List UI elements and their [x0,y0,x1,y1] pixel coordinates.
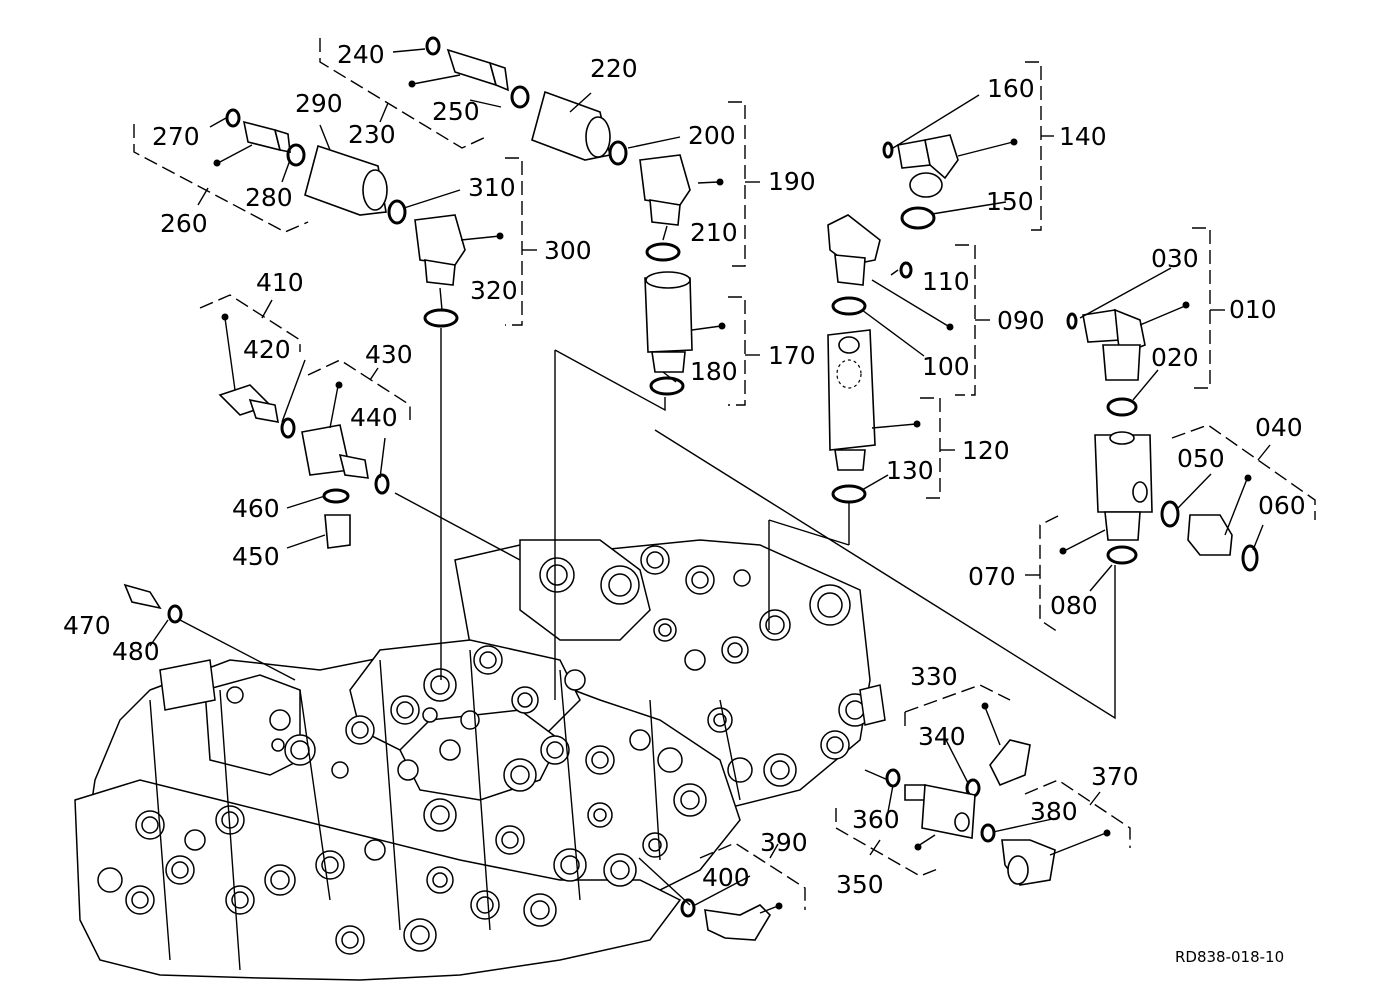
part-410-430-group [218,384,390,549]
callout-240: 240 [337,40,385,69]
callout-150: 150 [986,187,1034,216]
callout-190: 190 [768,167,816,196]
callout-400: 400 [702,863,750,892]
callout-360: 360 [852,805,900,834]
callout-090: 090 [997,306,1045,335]
part-090-elbow [827,214,913,316]
callout-180: 180 [690,357,738,386]
callout-460: 460 [232,494,280,523]
callout-070: 070 [968,562,1016,591]
callout-010: 010 [1229,295,1277,324]
part-220 [531,90,628,166]
callout-270: 270 [152,122,200,151]
valve-ports [97,545,872,955]
control-valve-block [74,539,886,981]
part-370-380-group [980,823,1056,886]
callout-120: 120 [962,436,1010,465]
callout-320: 320 [470,276,518,305]
callout-290: 290 [295,89,343,118]
callout-330: 330 [910,662,958,691]
callout-060: 060 [1258,491,1306,520]
part-010-elbow [1066,308,1146,417]
bullet-dots [213,80,1252,910]
callout-420: 420 [243,335,291,364]
callout-350: 350 [836,870,884,899]
callout-380: 380 [1030,797,1078,826]
part-190-elbow [639,154,691,262]
callout-110: 110 [922,267,970,296]
callout-310: 310 [468,173,516,202]
callout-140: 140 [1059,122,1107,151]
group-brackets [133,38,1316,910]
callout-340: 340 [918,722,966,751]
callout-100: 100 [922,352,970,381]
callout-440: 440 [350,403,398,432]
callout-020: 020 [1151,343,1199,372]
part-300-elbow [414,214,466,328]
callout-480: 480 [112,637,160,666]
callout-040: 040 [1255,413,1303,442]
callout-labels: 240 220 290 250 270 230 200 190 310 280 … [63,40,1306,899]
callout-130: 130 [886,456,934,485]
part-290 [304,144,407,225]
part-140-elbow [882,134,959,230]
callout-220: 220 [590,54,638,83]
drawing-code: RD838-018-10 [1175,948,1284,966]
callout-050: 050 [1177,444,1225,473]
part-330-350-group [885,739,1031,839]
part-240-230-250 [425,36,530,109]
callout-450: 450 [232,542,280,571]
callout-200: 200 [688,121,736,150]
part-170 [644,271,693,396]
callout-260: 260 [160,209,208,238]
callout-230: 230 [348,120,396,149]
callout-170: 170 [768,341,816,370]
callout-410: 410 [256,268,304,297]
part-270-260-280 [225,108,306,167]
part-470-480 [123,583,183,624]
callout-080: 080 [1050,591,1098,620]
callout-250: 250 [432,97,480,126]
callout-390: 390 [760,828,808,857]
leader-lines [149,48,1264,914]
callout-470: 470 [63,611,111,640]
callout-160: 160 [987,74,1035,103]
part-390-400-group [680,898,772,941]
part-120-tee [827,329,876,504]
callout-300: 300 [544,236,592,265]
callout-280: 280 [245,183,293,212]
part-040-tee [1094,431,1259,572]
callout-210: 210 [690,218,738,247]
callout-370: 370 [1091,762,1139,791]
callout-030: 030 [1151,244,1199,273]
callout-430: 430 [365,340,413,369]
